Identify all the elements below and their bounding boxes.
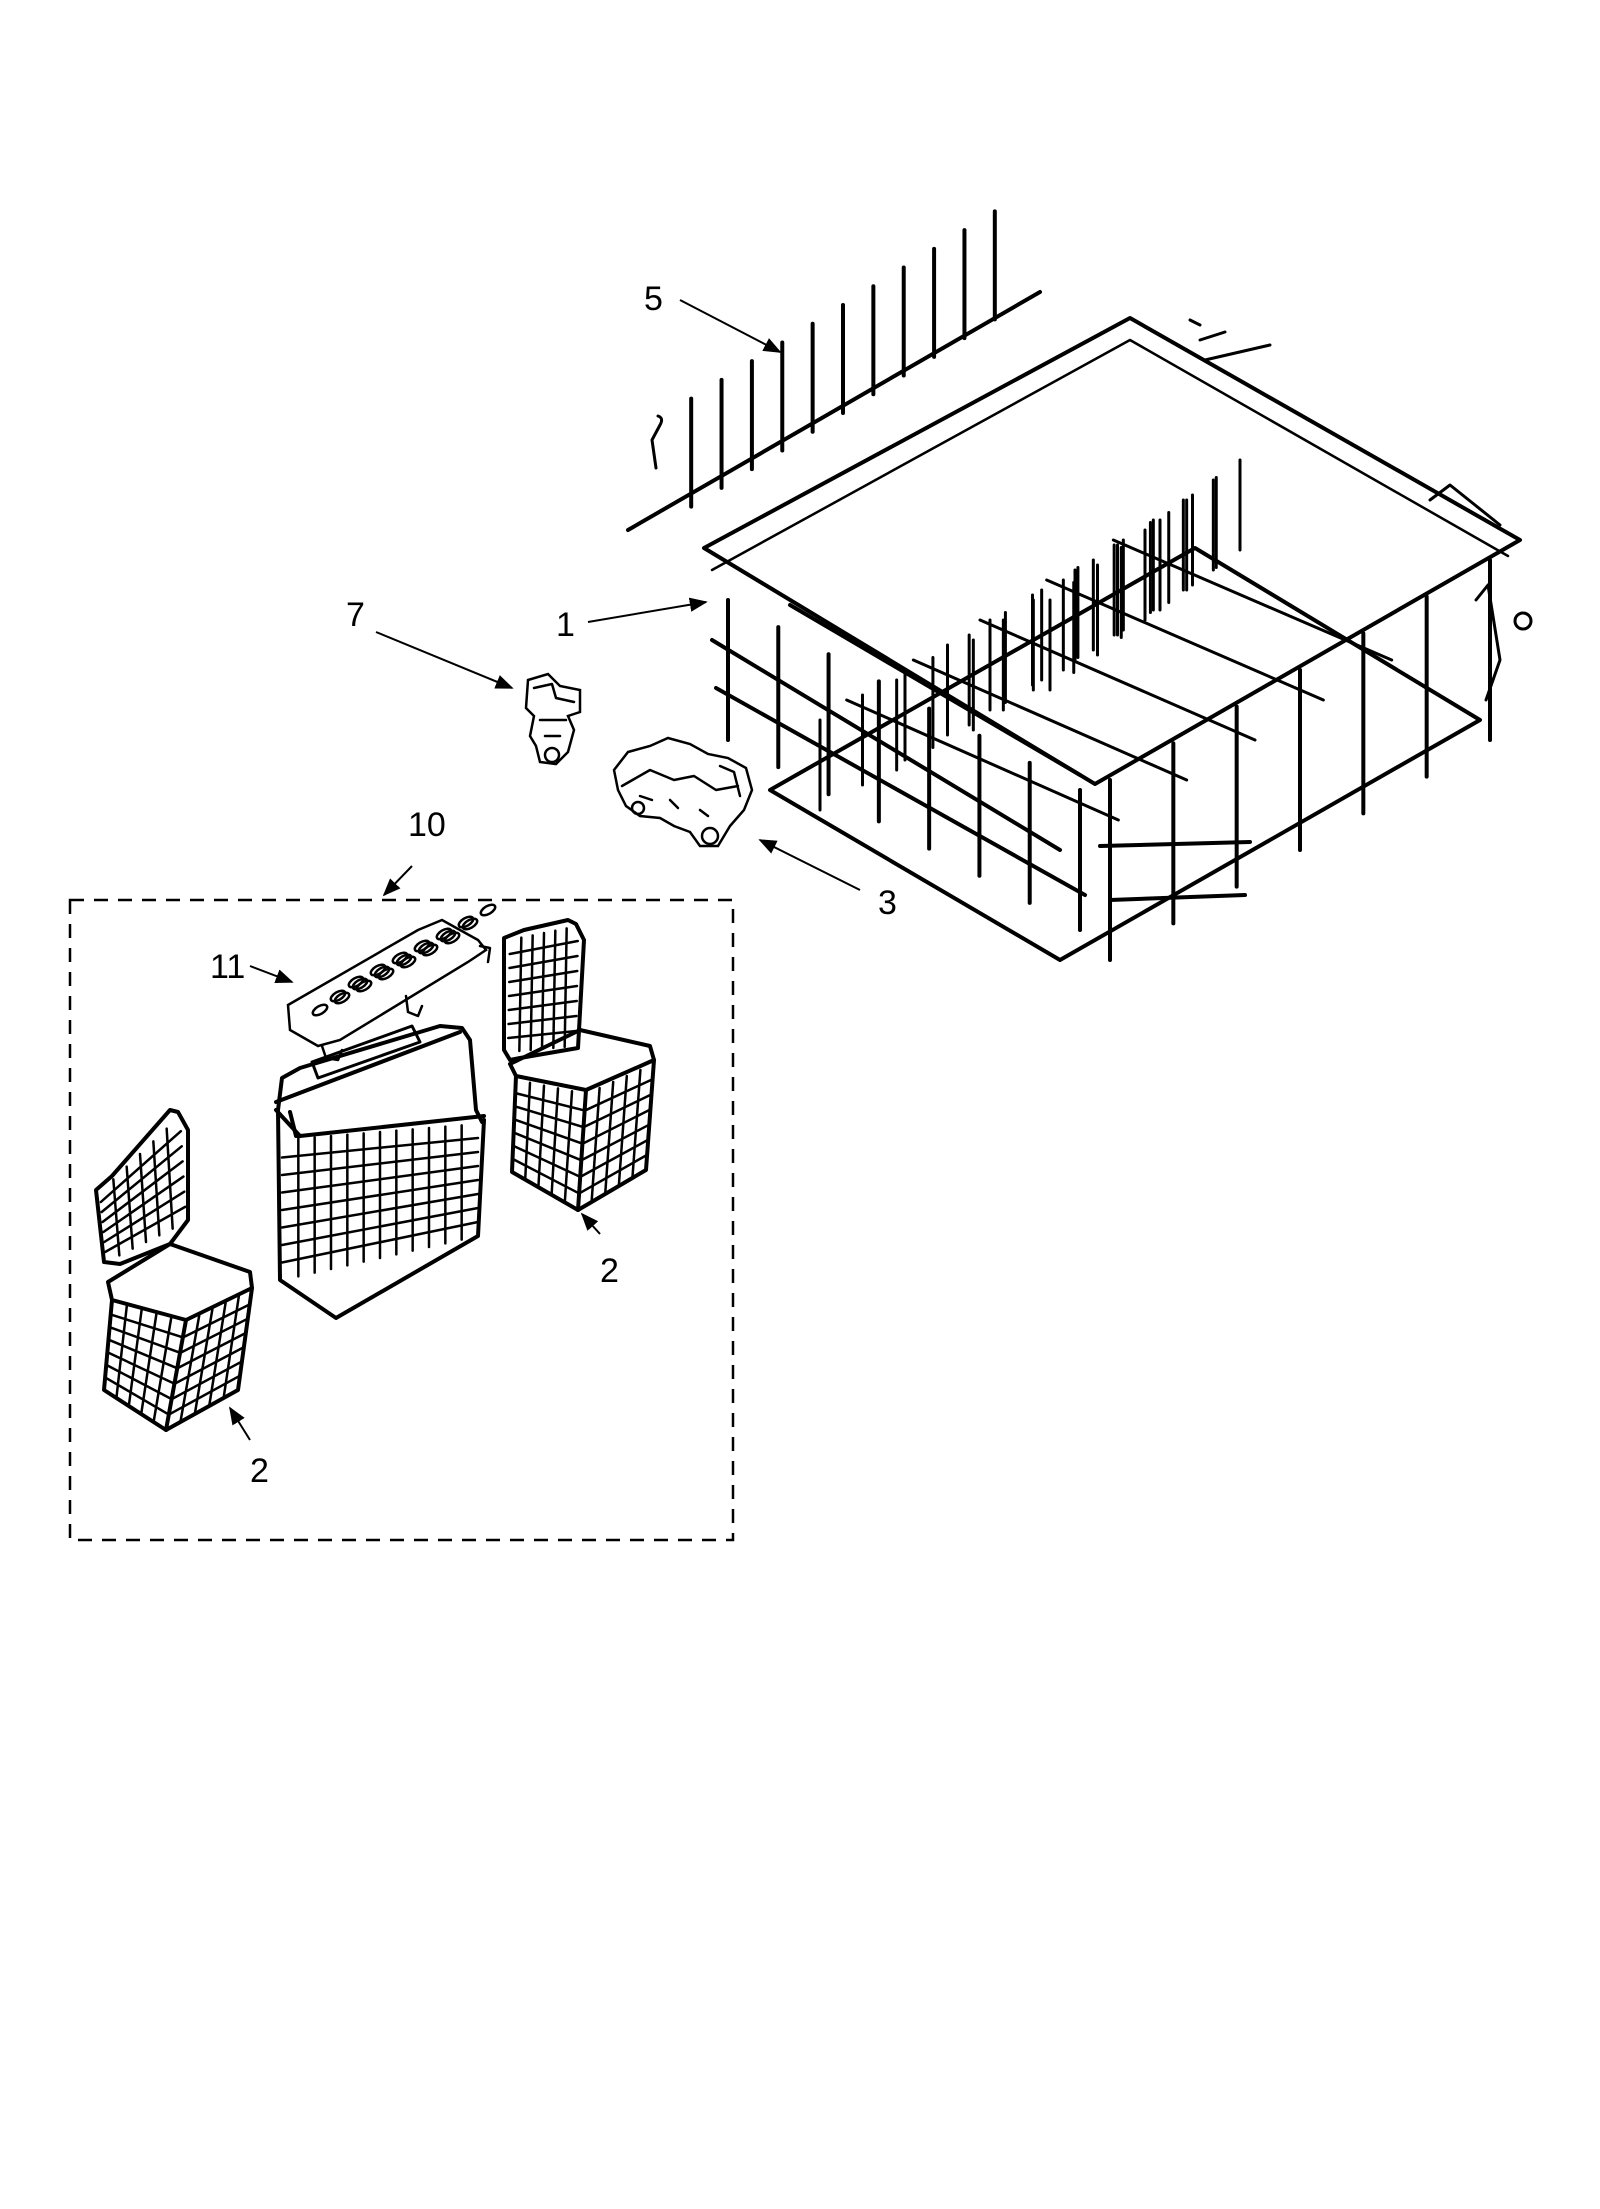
left-silverware-basket-part-2 <box>94 1108 254 1432</box>
wire-segment <box>563 1089 574 1204</box>
callout-5: 5 <box>644 280 663 318</box>
wire-segment <box>176 1331 248 1370</box>
wire-segment <box>507 1029 578 1040</box>
callout-1: 1 <box>556 606 575 644</box>
wire-segment <box>507 1014 578 1026</box>
wire-segment <box>1111 538 1394 662</box>
wire-segment <box>105 1363 173 1401</box>
callout-2-left: 2 <box>250 1452 269 1490</box>
wire-segment <box>138 1152 148 1244</box>
wire-segment <box>511 1144 582 1179</box>
wire-segment <box>112 1178 121 1257</box>
wheel-clip-part-7 <box>524 672 582 766</box>
lid-slot <box>329 989 347 1003</box>
wheel-carrier-part-3 <box>612 736 754 848</box>
basket-lid-part-11 <box>286 903 497 1062</box>
wire-segment <box>179 1317 250 1355</box>
lid-slot <box>311 1003 329 1017</box>
wire-segment <box>508 939 579 956</box>
wire-segment <box>581 1108 652 1145</box>
wire-segment <box>514 1091 587 1112</box>
wire-segment <box>152 1140 161 1237</box>
wire-segment <box>139 1312 158 1416</box>
wire-segment <box>280 1192 480 1229</box>
wire-segment <box>179 1314 201 1424</box>
callout-7: 7 <box>346 596 365 634</box>
wire-segment <box>107 1338 179 1370</box>
wire-segment <box>100 1145 183 1214</box>
lid-slot <box>435 927 453 941</box>
lid-slot <box>369 963 387 977</box>
wire-segment <box>845 698 1120 822</box>
wire-segment <box>583 1077 655 1112</box>
wire-segment <box>511 1157 581 1195</box>
wire-segment <box>103 1205 187 1254</box>
callout-3: 3 <box>878 884 897 922</box>
wire-segment <box>512 1131 583 1162</box>
wire-segment <box>103 1190 186 1244</box>
lid-slot <box>347 975 365 989</box>
wire-segment <box>280 1178 480 1212</box>
wire-segment <box>508 954 579 970</box>
wire-segment <box>513 1105 585 1129</box>
lid-slot <box>391 951 409 965</box>
wire-segment <box>1045 578 1325 702</box>
lower-rack-part-1 <box>702 316 1533 962</box>
wire-segment <box>108 1325 182 1355</box>
wire-segment <box>590 1086 601 1204</box>
wire-segment <box>280 1150 480 1177</box>
basket-kit-boundary-part-10 <box>68 898 735 1542</box>
lid-slot <box>479 903 497 917</box>
wire-segment <box>181 1303 252 1339</box>
lid-slot <box>457 915 475 929</box>
right-silverware-basket-part-2 <box>502 918 656 1212</box>
wire-segment <box>115 1304 129 1400</box>
lid-slot <box>413 939 431 953</box>
callout-10: 10 <box>408 806 446 844</box>
wire-segment <box>109 1313 185 1339</box>
center-silverware-basket <box>274 1024 486 1320</box>
wire-segment <box>579 1138 650 1179</box>
wire-segment <box>280 1136 480 1159</box>
wire-segment <box>106 1351 176 1385</box>
wire-segment <box>102 1175 185 1234</box>
wire-segment <box>103 1376 171 1416</box>
wire-segment <box>580 1123 651 1162</box>
wire-segment <box>537 1084 546 1189</box>
wire-segment <box>617 1074 629 1188</box>
wire-segment <box>523 1081 532 1181</box>
callout-2-right: 2 <box>600 1252 619 1290</box>
wire-segment <box>550 1087 560 1197</box>
tine-row-part-5 <box>626 209 1042 532</box>
wire-segment <box>631 1068 642 1180</box>
wire-segment <box>207 1301 227 1408</box>
wire-segment <box>170 1360 244 1401</box>
wire-segment <box>280 1220 480 1264</box>
wire-segment <box>165 1127 174 1230</box>
wire-segment <box>911 658 1189 782</box>
wire-segment <box>193 1307 214 1416</box>
wire-segment <box>577 1153 649 1195</box>
wire-segment <box>508 969 579 984</box>
wire-segment <box>167 1374 242 1416</box>
wire-segment <box>978 618 1257 742</box>
wire-segment <box>513 1118 584 1145</box>
wire-segment <box>222 1295 241 1400</box>
wire-segment <box>173 1345 246 1385</box>
wire-segment <box>280 1206 480 1247</box>
wire-segment <box>507 984 579 998</box>
wire-segment <box>603 1080 615 1196</box>
wire-segment <box>280 1164 480 1194</box>
leader-lines <box>229 299 861 1441</box>
wire-segment <box>101 1160 184 1224</box>
callout-11: 11 <box>210 948 245 986</box>
wire-segment <box>152 1316 173 1424</box>
wire-segment <box>582 1093 653 1129</box>
wire-segment <box>125 1165 134 1250</box>
wire-segment <box>127 1308 143 1408</box>
wire-segment <box>507 999 578 1012</box>
wire-segment <box>99 1129 183 1204</box>
